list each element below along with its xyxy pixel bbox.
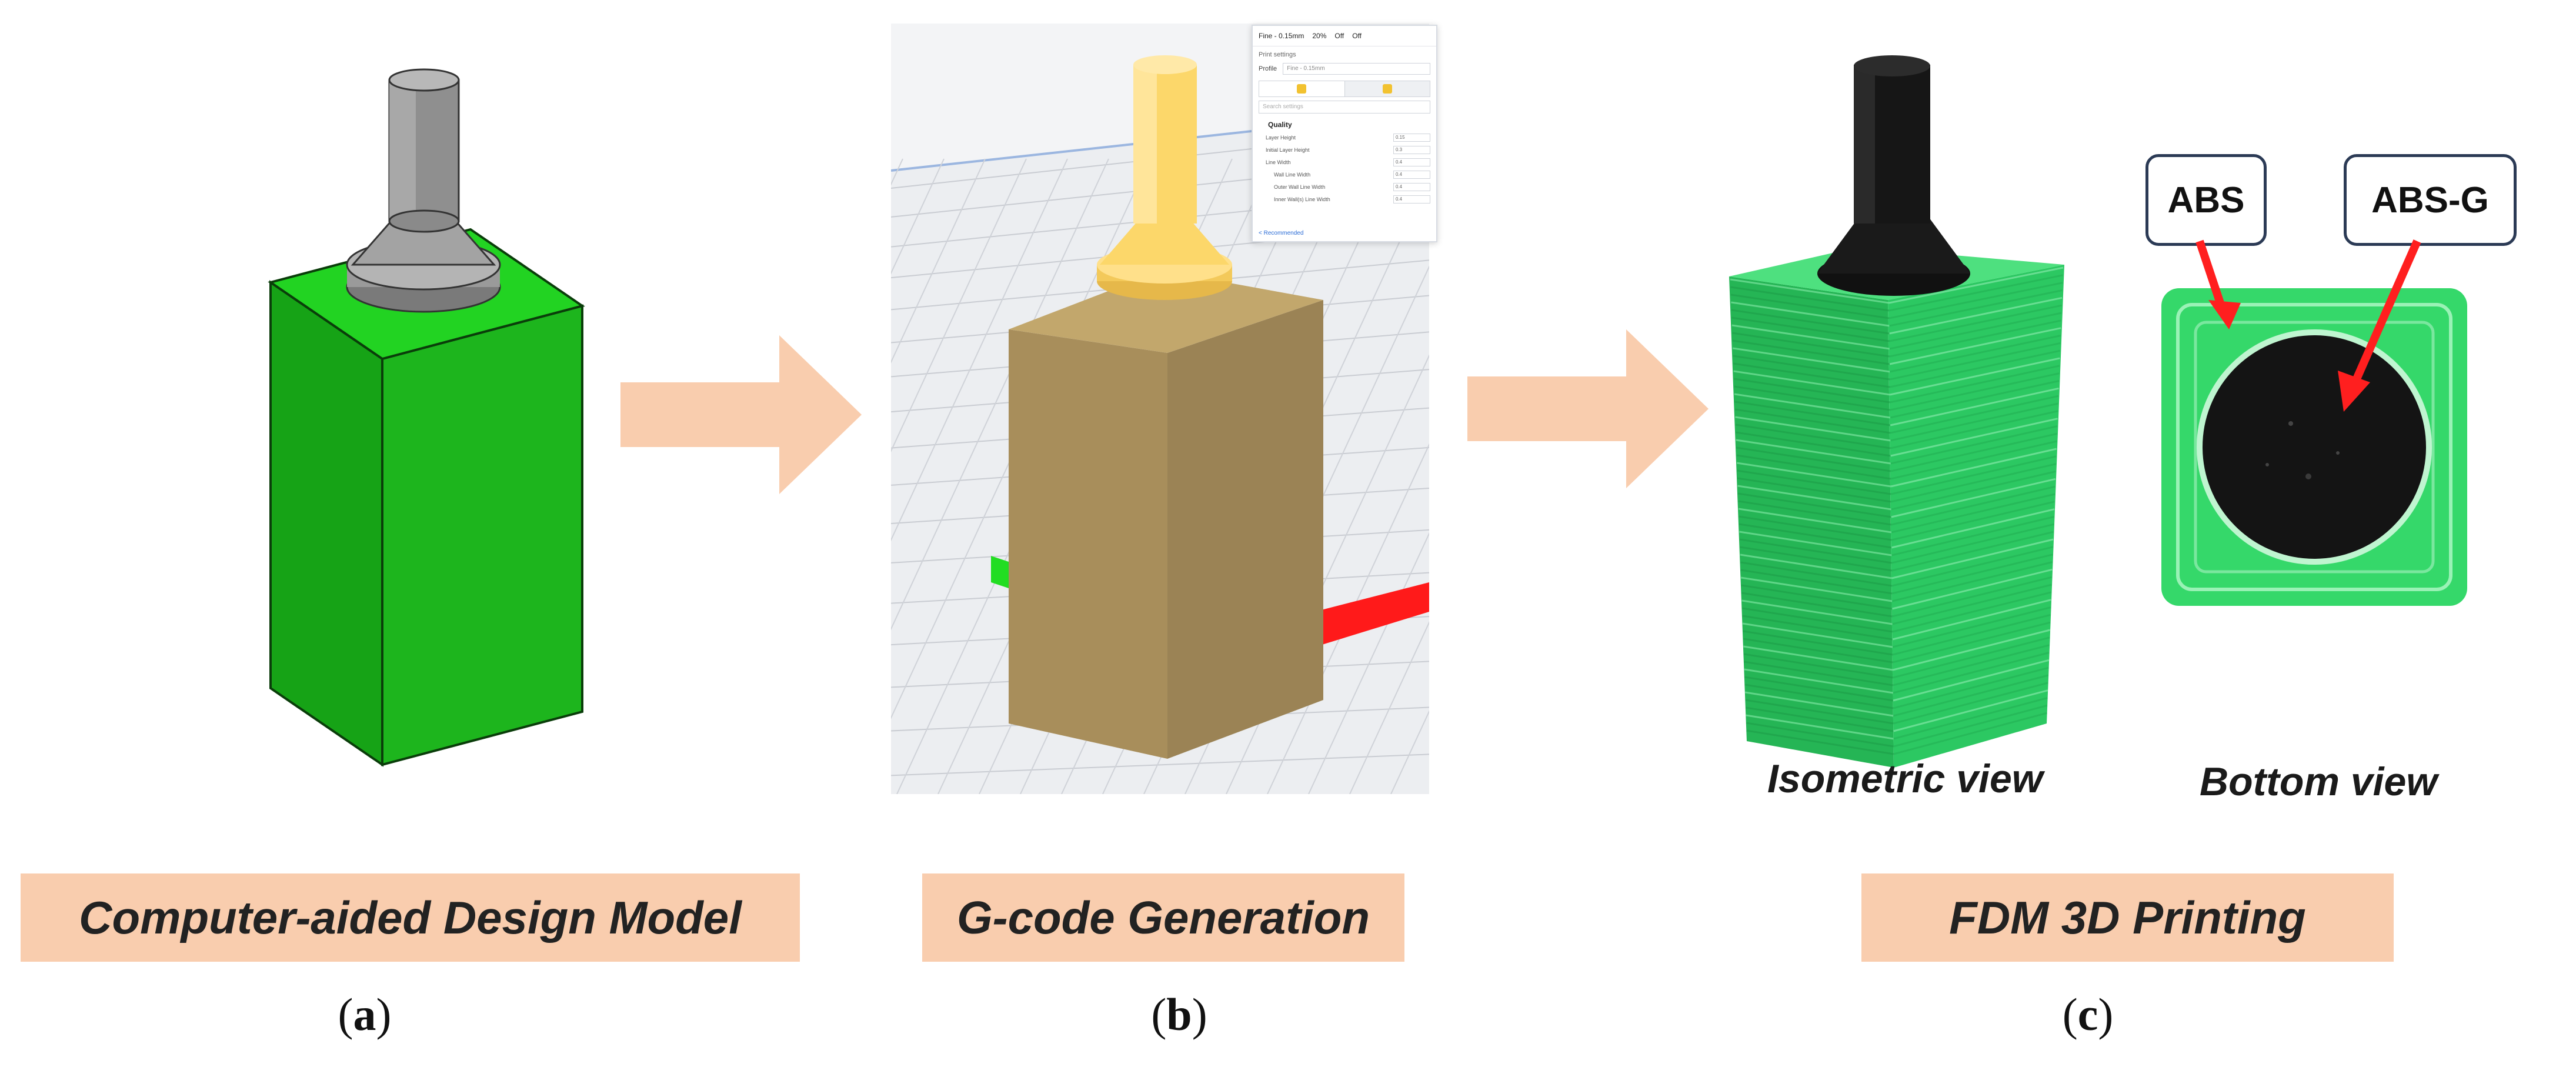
process-arrow-1 [620,335,862,494]
quality-section-header[interactable]: Quality [1268,121,1292,129]
isometric-view-label: Isometric view [1767,756,2043,801]
print-layer-lines [1730,266,2064,755]
caption-b: (b) [1151,989,1207,1040]
cad-block-side [381,304,583,766]
support-value[interactable]: Off [1334,32,1344,40]
cad-block-front [269,280,383,767]
printed-part-isometric [1729,55,2064,768]
settings-tabs [1259,81,1430,97]
profile-label: Profile [1259,65,1277,72]
banner-cad-design: Computer-aided Design Model [21,873,800,962]
setting-value-field[interactable]: 0.4 [1393,158,1430,166]
infill-value[interactable]: 20% [1312,32,1327,40]
banner-gcode-generation: G-code Generation [922,873,1404,962]
banner-fdm-printing: FDM 3D Printing [1861,873,2394,962]
print-settings-title: Print settings [1259,51,1296,58]
extruder-icon [1297,84,1307,94]
recommended-mode-button[interactable]: < Recommended [1259,230,1304,236]
extruder-icon [1382,84,1392,94]
tab-extruder-2[interactable] [1344,81,1430,96]
printed-part-bottom [2161,288,2467,606]
callout-abs-g: ABS-G [2344,154,2517,246]
slicer-block-top [1009,271,1323,353]
slicer-viewport [891,24,1429,794]
callout-abs: ABS [2145,154,2267,246]
callout-pointers [2195,239,2421,412]
bottom-core-abs-g [2200,332,2429,562]
process-arrow-2 [1467,329,1709,488]
slicer-block-front [1009,329,1167,759]
profile-select[interactable]: Fine - 0.15mm [1283,63,1430,75]
caption-a: (a) [338,989,392,1040]
slicer-block-side [1167,300,1323,759]
setting-value-field[interactable]: 0.4 [1393,182,1430,191]
caption-c: (c) [2062,989,2114,1040]
x-axis-red [1314,582,1429,647]
setting-value-field[interactable]: 0.4 [1393,195,1430,204]
tab-extruder-1[interactable] [1259,81,1345,96]
adhesion-value[interactable]: Off [1352,32,1362,40]
bottom-view-label: Bottom view [2200,759,2438,804]
slicer-toolbar: Fine - 0.15mm 20% Off Off [1253,26,1436,46]
print-block-side [1888,265,2064,768]
print-settings-panel: Fine - 0.15mm 20% Off Off Print settings… [1252,25,1437,242]
settings-search-input[interactable]: Search settings [1259,101,1430,114]
setting-value-field[interactable]: 0.4 [1393,170,1430,179]
setting-value-field[interactable]: 0.3 [1393,145,1430,154]
cad-model-illustration [268,68,585,767]
setting-value-field[interactable]: 0.15 [1393,133,1430,142]
material-profile[interactable]: Fine - 0.15mm [1259,32,1304,40]
